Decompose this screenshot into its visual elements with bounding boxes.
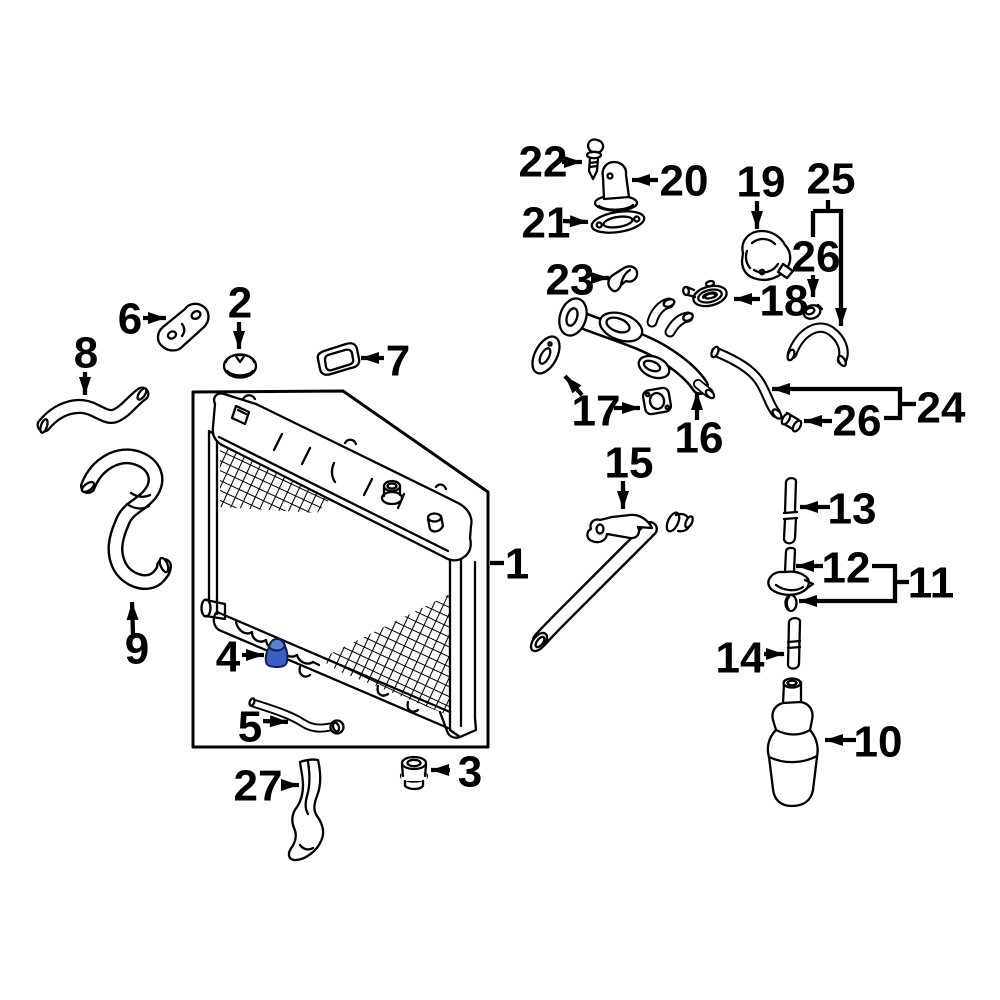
callout-label-24: 24	[917, 384, 966, 433]
callout-label-15: 15	[605, 439, 654, 488]
core-crosshatch-lower	[320, 594, 450, 716]
callout-label-11: 11	[908, 559, 955, 608]
callout-layer: 1234567891011121314151617181920212223242…	[74, 138, 966, 811]
callout-label-16: 16	[675, 414, 724, 463]
callout-label-4: 4	[216, 633, 241, 682]
callout-label-25: 25	[807, 155, 856, 204]
callout-label-17: 17	[572, 387, 621, 436]
callout-label-23: 23	[546, 256, 595, 305]
part-21-gasket	[590, 210, 646, 234]
callout-label-21: 21	[522, 199, 571, 248]
callout-label-27: 27	[234, 762, 283, 811]
part-13-stud	[782, 476, 799, 545]
part-25-reservoir-hose-upper	[786, 322, 849, 368]
small-stub	[426, 512, 445, 533]
callout-label-5: 5	[238, 703, 262, 752]
part-12-pin-bracket	[767, 546, 815, 596]
part-26-clamp-upper	[802, 303, 824, 320]
callout-label-18: 18	[760, 277, 809, 326]
plug-cap	[268, 638, 286, 652]
callout-leader-9	[126, 601, 139, 635]
callout-leader-25	[813, 208, 847, 326]
callout-leader-17	[563, 374, 584, 397]
left-outlet-stub	[204, 598, 227, 621]
callout-label-19: 19	[737, 158, 786, 207]
top-tank-seam	[217, 435, 450, 553]
callout-leader-11	[799, 563, 898, 607]
callout-label-26a: 26	[792, 233, 841, 282]
callout-label-26b: 26	[833, 397, 882, 446]
right-side-channel	[438, 552, 478, 739]
callout-label-1: 1	[505, 540, 529, 589]
part-6-bracket	[156, 302, 210, 352]
callout-label-13: 13	[828, 485, 877, 534]
top-tank-detail-ticks	[272, 432, 406, 510]
part-27-bracket	[287, 758, 325, 862]
part-2-mount-grommet	[222, 353, 258, 379]
top-tank	[211, 392, 473, 562]
callout-leader-24	[772, 383, 903, 421]
callout-label-22: 22	[519, 138, 568, 187]
callout-label-20: 20	[660, 157, 709, 206]
filler-neck-tab	[230, 404, 251, 426]
part-18-thermostat	[682, 279, 728, 308]
part-7-mount-pad	[316, 342, 361, 376]
part-4-drain-plug-highlighted	[264, 638, 289, 668]
part-26-clamp-lower	[780, 411, 803, 433]
bottom-fitting-bumps	[298, 665, 420, 713]
part-20-outlet-cap	[593, 160, 639, 212]
callout-label-9: 9	[125, 625, 149, 674]
callout-label-7: 7	[386, 337, 410, 386]
callout-label-3: 3	[458, 748, 482, 797]
radiator-illustration	[200, 392, 478, 739]
top-tank-bumps	[241, 394, 448, 491]
part-17-gaskets	[531, 335, 673, 416]
callout-label-8: 8	[74, 329, 98, 378]
callout-label-14: 14	[716, 634, 765, 683]
part-19-thermostat-housing	[740, 229, 795, 281]
part-16-water-pipe-assembly	[558, 297, 716, 400]
part-9-lower-hose	[80, 448, 172, 590]
left-outlet-stub-end	[200, 598, 212, 618]
filler-stub	[380, 479, 404, 506]
callout-label-12: 12	[822, 544, 871, 593]
part-11-grommet	[784, 593, 798, 613]
part-14-stud	[786, 616, 802, 670]
part-24-reservoir-hose-lower	[710, 345, 783, 420]
part-3-mount-bushing	[399, 755, 429, 791]
part-8-upper-hose	[36, 386, 150, 434]
part-15-water-pipe	[529, 511, 694, 653]
callout-label-6: 6	[118, 295, 142, 344]
part-10-reservoir-tank	[766, 677, 819, 808]
part-5-overflow-hose	[248, 697, 345, 735]
part-22-bleed-screw	[585, 138, 605, 181]
callout-leader-21	[562, 215, 589, 228]
part-23-elbow-hose	[607, 265, 639, 293]
callout-label-2: 2	[228, 279, 252, 328]
callout-leader-5	[262, 715, 289, 728]
callout-label-10: 10	[854, 718, 903, 767]
